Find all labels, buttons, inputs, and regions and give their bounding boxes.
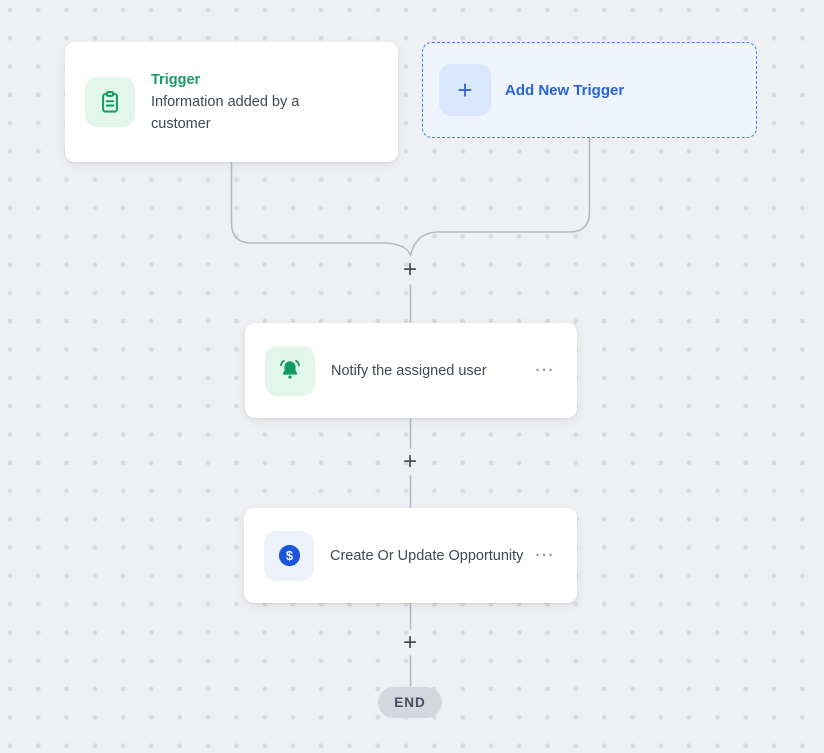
- action-card-title: Notify the assigned user: [331, 362, 487, 379]
- trigger-card-title: Trigger: [151, 71, 201, 88]
- action-card-opportunity[interactable]: $ Create Or Update Opportunity ···: [244, 508, 577, 603]
- add-step-button-top[interactable]: +: [397, 257, 423, 283]
- trigger-card-description: Information added by a customer: [151, 93, 300, 132]
- clipboard-icon: [85, 77, 135, 127]
- connector-from-add-new-trigger: [409, 137, 591, 256]
- card-menu-button[interactable]: ···: [535, 362, 555, 379]
- end-badge: END: [378, 687, 442, 718]
- add-step-button-bottom[interactable]: +: [397, 630, 423, 656]
- action-card-notify[interactable]: Notify the assigned user ···: [245, 323, 577, 418]
- plus-icon: +: [439, 64, 491, 116]
- connector-from-trigger: [230, 161, 412, 256]
- dollar-icon: $: [264, 530, 314, 581]
- action-card-title: Create Or Update Opportunity: [330, 547, 524, 564]
- bell-icon: [265, 345, 315, 396]
- trigger-card[interactable]: Trigger Information added by a customer: [65, 42, 398, 162]
- trigger-card-text: Trigger Information added by a customer: [151, 70, 326, 135]
- add-new-trigger-button[interactable]: + Add New Trigger: [422, 42, 757, 138]
- card-menu-button[interactable]: ···: [535, 547, 555, 564]
- add-new-trigger-label: Add New Trigger: [505, 81, 625, 99]
- svg-text:$: $: [285, 548, 292, 563]
- add-step-button-middle[interactable]: +: [397, 449, 423, 475]
